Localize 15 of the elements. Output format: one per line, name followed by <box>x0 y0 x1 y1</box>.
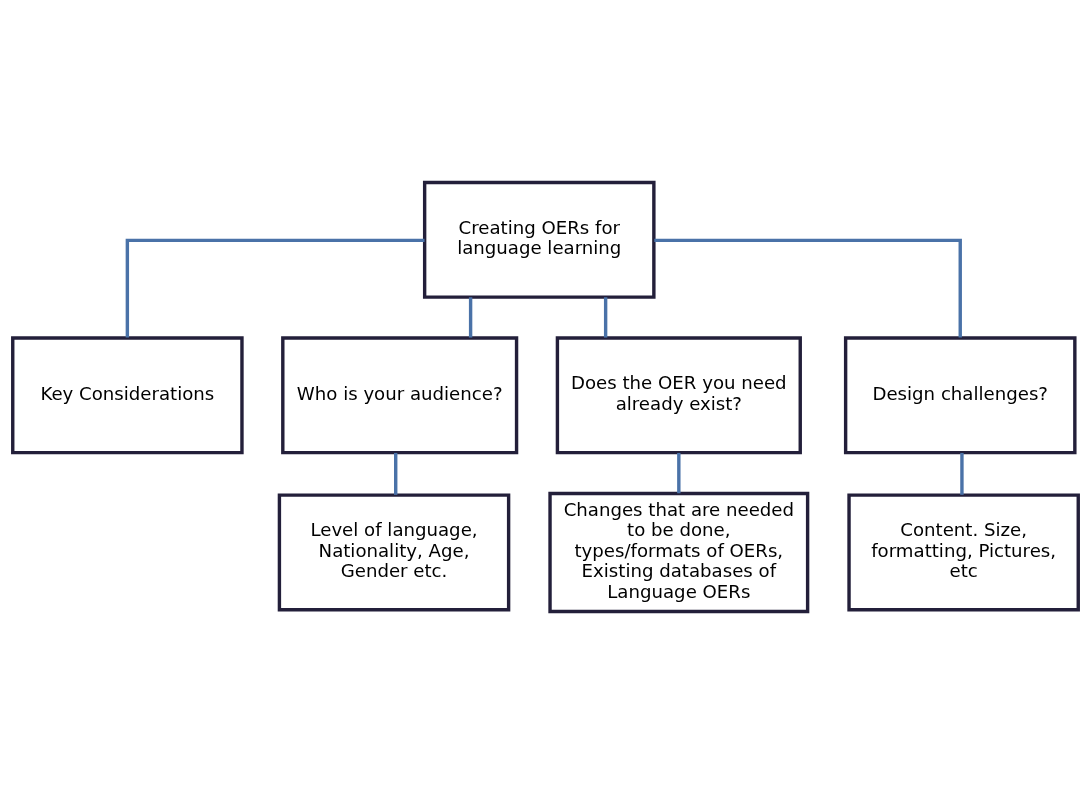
connector <box>603 296 608 338</box>
node-box: Changes that are needed to be done, types/formats of OERs, Existing databases of Language OERs <box>548 491 810 613</box>
node-box: Key Considerations <box>11 335 244 454</box>
connector <box>654 238 962 338</box>
node-box: Creating OERs for language learning <box>422 180 656 299</box>
connector <box>125 238 425 338</box>
connector <box>960 452 964 495</box>
connector <box>394 452 398 495</box>
node-box: Does the OER you need already exist? <box>555 335 802 454</box>
node-box: Who is your audience? <box>281 335 519 454</box>
node-box: Content. Size, formatting, Pictures, etc <box>847 492 1080 611</box>
connector <box>677 452 681 493</box>
node-box: Level of language, Nationality, Age, Gender etc. <box>277 492 511 611</box>
node-box: Design challenges? <box>843 335 1077 454</box>
connector <box>468 296 473 338</box>
